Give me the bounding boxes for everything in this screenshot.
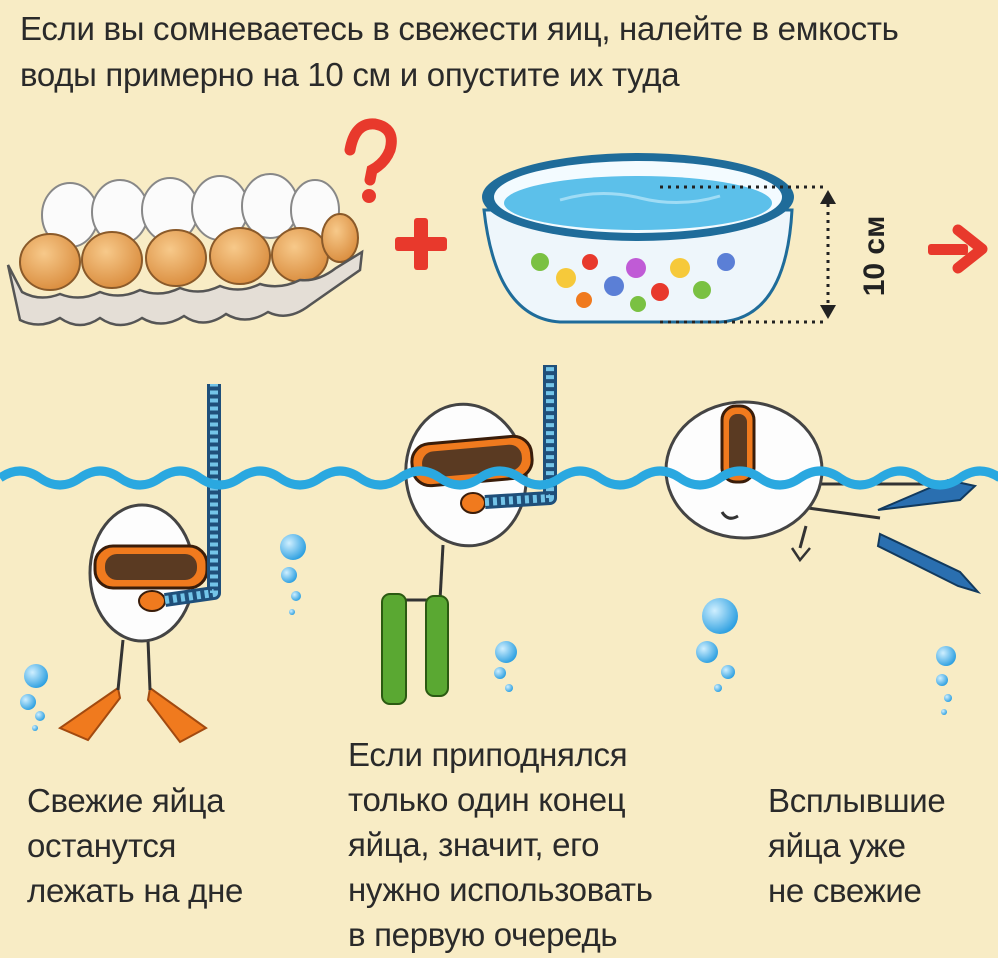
depth-label: 10 см — [858, 216, 891, 297]
caption-medium-eggs: Если приподнялся только один конец яйца,… — [348, 732, 653, 957]
caption-line: не свежие — [768, 872, 922, 909]
caption-floating-eggs: Всплывшие яйца уже не свежие — [768, 778, 946, 913]
header-line-2: воды примерно на 10 см и опустите их туд… — [20, 56, 680, 93]
caption-line: яйца, значит, его — [348, 826, 600, 863]
fin-right — [425, 595, 449, 697]
white-eggs-row — [41, 173, 340, 248]
header-line-1: Если вы сомневаетесь в свежести яиц, нал… — [20, 10, 899, 47]
fresh-egg-character — [57, 384, 221, 744]
caption-line: нужно использовать — [348, 871, 653, 908]
question-mark-icon — [344, 118, 397, 203]
caption-line: только один конец — [348, 781, 626, 818]
caption-line: Всплывшие — [768, 782, 946, 819]
caption-line: в первую очередь — [348, 916, 618, 953]
caption-line: Если приподнялся — [348, 736, 628, 773]
depth-measure: 10 см — [660, 185, 891, 324]
arrow-right-icon — [928, 224, 988, 274]
caption-line: Свежие яйца — [27, 782, 225, 819]
egg-carton — [6, 173, 364, 327]
fin-left — [381, 593, 407, 705]
medium-egg-character — [381, 365, 557, 705]
bubbles — [20, 534, 956, 731]
bowl-flowers — [531, 253, 735, 312]
fin-right — [146, 686, 208, 744]
caption-line: яйца уже — [768, 827, 906, 864]
plus-icon — [395, 218, 447, 270]
fin-left — [57, 686, 122, 742]
header-text: Если вы сомневаетесь в свежести яиц, нал… — [20, 6, 990, 98]
floating-egg-character — [664, 400, 982, 594]
water-surface-wave — [0, 466, 998, 490]
caption-line: лежать на дне — [27, 872, 244, 909]
fin-lower — [876, 532, 982, 594]
carton-tray — [6, 249, 364, 327]
caption-line: останутся — [27, 827, 177, 864]
water-bowl — [482, 153, 794, 324]
caption-fresh-eggs: Свежие яйца останутся лежать на дне — [27, 778, 243, 913]
